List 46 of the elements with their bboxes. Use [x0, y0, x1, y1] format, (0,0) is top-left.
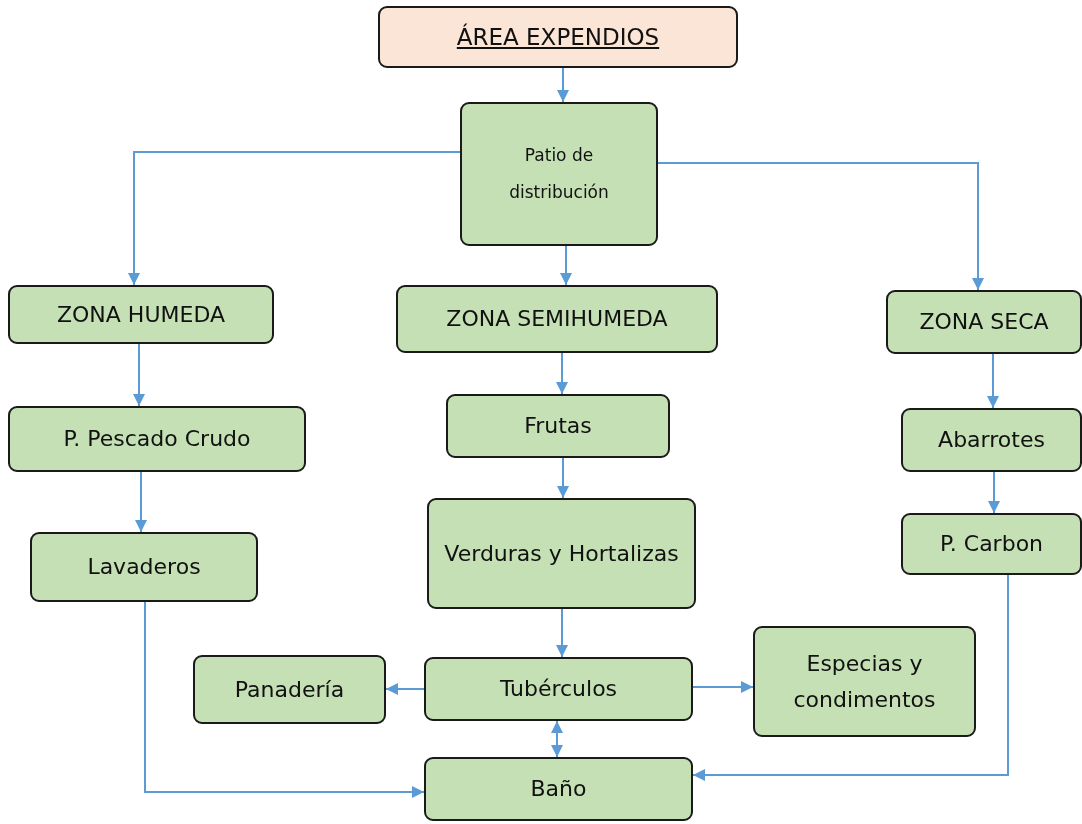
arrow	[987, 353, 999, 409]
node-label: ZONA SECA	[918, 308, 1050, 337]
node-label: Baño	[529, 775, 588, 804]
arrow	[560, 245, 572, 286]
arrow	[133, 343, 145, 407]
node-label: Lavaderos	[86, 553, 202, 582]
process-box	[427, 498, 696, 609]
process-box	[193, 655, 386, 724]
node-label: Verduras y Hortalizas	[443, 539, 680, 568]
arrow	[128, 151, 461, 286]
arrow	[988, 471, 1000, 514]
arrow	[557, 67, 569, 103]
arrow	[557, 457, 569, 499]
node-label: ZONA HUMEDA	[56, 300, 226, 329]
arrow	[144, 601, 425, 798]
process-box	[886, 290, 1082, 354]
node-label: Panadería	[233, 675, 346, 704]
node-label: P. Carbon	[938, 530, 1045, 559]
node-label: Especias y condimentos	[792, 650, 937, 714]
arrow	[556, 608, 568, 658]
process-box	[8, 406, 306, 472]
node-label: ZONA SEMIHUMEDA	[445, 305, 669, 334]
process-box	[396, 285, 718, 353]
node-label: Frutas	[523, 412, 593, 441]
process-box	[8, 285, 274, 344]
process-box	[901, 513, 1082, 575]
process-box	[446, 394, 670, 458]
arrow	[692, 574, 1009, 781]
node-label: Patio de distribución	[508, 143, 610, 204]
node-label: ÁREA EXPENDIOS	[455, 22, 661, 52]
node-label: Abarrotes	[937, 426, 1046, 455]
arrow	[385, 683, 425, 695]
arrow	[692, 681, 754, 693]
process-box	[753, 626, 976, 737]
arrow	[556, 352, 568, 395]
arrow	[551, 720, 563, 758]
node-label: Tubérculos	[498, 675, 619, 704]
process-box	[30, 532, 258, 602]
process-box	[901, 408, 1082, 472]
process-box	[424, 757, 693, 821]
process-box	[424, 657, 693, 721]
process-box	[460, 102, 658, 246]
arrow	[135, 471, 147, 533]
node-label: P. Pescado Crudo	[62, 425, 252, 454]
title-box	[378, 6, 738, 68]
arrow	[657, 162, 984, 291]
